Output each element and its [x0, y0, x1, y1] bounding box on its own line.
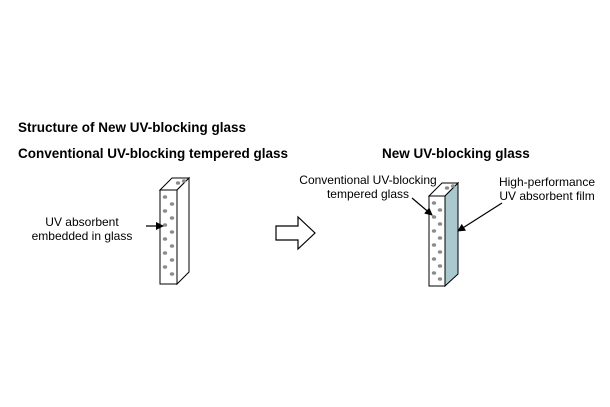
conventional-glass-label: Conventional UV-blocking tempered glass — [299, 173, 437, 201]
absorbent-dot — [437, 277, 443, 281]
glass-pointer-arrow — [411, 197, 433, 216]
uv-absorbent-label: UV absorbent embedded in glass — [31, 215, 133, 243]
absorbent-dot — [431, 243, 437, 247]
absorbent-dot — [175, 181, 181, 185]
absorbent-dot — [169, 230, 175, 234]
absorbent-dot — [169, 244, 175, 248]
absorbent-dot — [431, 215, 437, 219]
film-pointer-arrow — [457, 202, 503, 232]
transformation-arrow-icon — [275, 215, 316, 251]
absorbent-dot — [431, 271, 437, 275]
absorbent-dot — [162, 251, 168, 255]
absorbent-dot — [169, 258, 175, 262]
absorbent-dot — [437, 264, 443, 268]
absorbent-dot — [162, 265, 168, 269]
absorbent-dot — [431, 201, 437, 205]
absorbent-dot — [169, 202, 175, 206]
absorbent-dot — [169, 272, 175, 276]
absorbent-dot — [431, 229, 437, 233]
uv-absorbent-film — [444, 181, 459, 288]
new-glass-heading: New UV-blocking glass — [382, 146, 530, 161]
absorbent-dot — [437, 208, 443, 212]
absorbent-dot — [437, 222, 443, 226]
absorbent-dot — [162, 237, 168, 241]
new-glass-pane — [427, 181, 460, 288]
conventional-glass-heading: Conventional UV-blocking tempered glass — [18, 146, 289, 161]
absorbent-dot — [169, 216, 175, 220]
absorbent-dot — [437, 250, 443, 254]
absorbent-dot — [162, 209, 168, 213]
absorbent-dot — [162, 195, 168, 199]
absorbent-dot — [431, 257, 437, 261]
absorbent-dot — [162, 223, 168, 227]
page-title: Structure of New UV-blocking glass — [18, 120, 247, 135]
absorbent-dots — [431, 184, 456, 281]
absorbent-dot — [444, 186, 450, 190]
absorbent-dots — [162, 179, 187, 276]
absorbent-dot — [181, 179, 187, 183]
uv-film-label: High-performance UV absorbent film — [498, 175, 596, 203]
conventional-glass-pane — [158, 176, 191, 286]
absorbent-dot — [437, 236, 443, 240]
absorbent-dot — [450, 184, 456, 188]
